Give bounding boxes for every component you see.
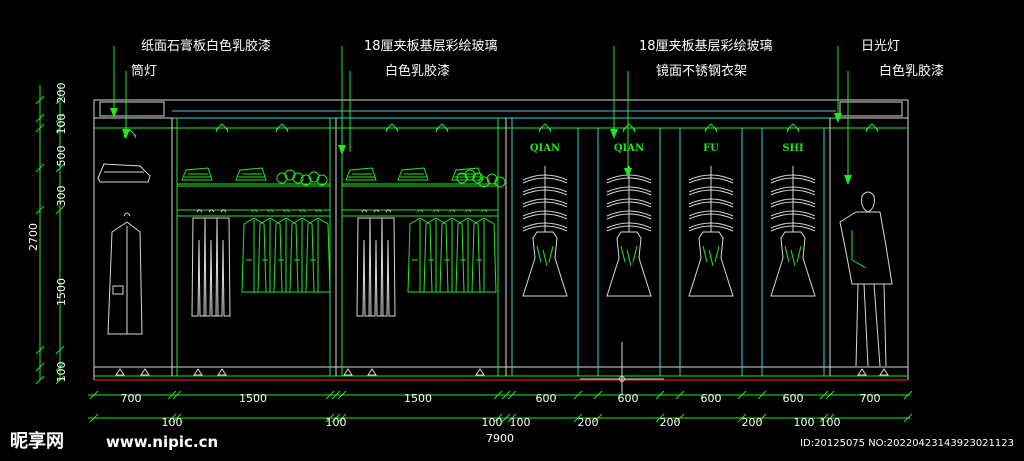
- hanging-jacket-icon: [471, 209, 497, 293]
- callout-mirror-rack: 镜面不锈钢衣架: [656, 63, 747, 79]
- hanging-jacket-icon: [257, 209, 283, 293]
- dress-icon: [522, 231, 568, 297]
- decorative-fixtures: [97, 123, 893, 376]
- dim-horizontal: 700: [860, 392, 881, 405]
- dim-horizontal: 100: [162, 416, 183, 429]
- dim-horizontal: 100: [794, 416, 815, 429]
- hanging-jacket-icon: [305, 209, 331, 293]
- dim-horizontal: 600: [618, 392, 639, 405]
- downlight-icon: [435, 123, 449, 133]
- callout-white-paint-right: 白色乳胶漆: [879, 63, 944, 79]
- floor-foot-icon: [879, 368, 889, 376]
- hanger-stack-icon: [606, 166, 652, 232]
- dim-horizontal: 100: [482, 416, 503, 429]
- hanging-jacket-icon: [273, 209, 299, 293]
- floor-foot-icon: [115, 368, 125, 376]
- dim-horizontal: 600: [536, 392, 557, 405]
- dim-vertical: 500: [55, 146, 68, 167]
- floor-foot-icon: [367, 368, 377, 376]
- dress-icon: [606, 231, 652, 297]
- hat-box-icon: [97, 163, 151, 183]
- hanging-jacket-icon: [241, 209, 267, 293]
- callout-leaders: [110, 46, 852, 185]
- callout-fluorescent: 日光灯: [861, 39, 900, 54]
- floor-foot-icon: [217, 368, 227, 376]
- hanging-jacket-icon: [455, 209, 481, 293]
- callout-gypsum-paint: 纸面石膏板白色乳胶漆: [141, 38, 271, 54]
- hanger-stack-icon: [522, 166, 568, 232]
- dress-icon: [688, 231, 734, 297]
- hanging-jacket-icon: [289, 209, 315, 293]
- dim-horizontal: 200: [660, 416, 681, 429]
- floor-foot-icon: [140, 368, 150, 376]
- dim-vertical: 1500: [55, 278, 68, 306]
- watermark-logo: 昵享网: [10, 430, 64, 452]
- downlight-icon: [538, 123, 552, 133]
- hanging-jacket-icon: [407, 209, 433, 293]
- folded-clothes-icon: [181, 167, 213, 181]
- hanging-jacket-icon: [439, 209, 465, 293]
- floor-base: [94, 366, 908, 381]
- folded-clothes-icon: [235, 167, 267, 181]
- downlight-icon: [275, 123, 289, 133]
- dim-horizontal: 200: [578, 416, 599, 429]
- dim-horizontal: 100: [326, 416, 347, 429]
- rolled-clothes-icon: [478, 173, 506, 188]
- center-crosshair: [580, 342, 664, 395]
- floor-foot-icon: [857, 368, 867, 376]
- watermark-url: www.nipic.cn: [106, 433, 218, 451]
- rolled-clothes-icon: [300, 171, 328, 186]
- downlight-icon: [622, 123, 636, 133]
- downlight-icon: [786, 123, 800, 133]
- dim-vertical: 100: [55, 114, 68, 135]
- callout-plywood-glass-right: 18厘夹板基层彩绘玻璃: [639, 39, 773, 54]
- callout-downlight: 筒灯: [131, 63, 157, 79]
- dim-total-width: 7900: [486, 432, 514, 445]
- downlight-icon: [385, 123, 399, 133]
- dim-vertical: 200: [55, 83, 68, 104]
- dim-horizontal: 700: [121, 392, 142, 405]
- dim-horizontal: 1500: [239, 392, 267, 405]
- folded-clothes-icon: [345, 167, 377, 181]
- brand-label: SHI: [782, 143, 804, 154]
- downlight-icon: [704, 123, 718, 133]
- dimension-ticks: [35, 95, 913, 423]
- dress-icon: [770, 231, 816, 297]
- hanging-pants-icon: [380, 209, 396, 317]
- dimension-lines: [39, 85, 910, 419]
- hanger-stack-icon: [688, 166, 734, 232]
- floor-foot-icon: [193, 368, 203, 376]
- brand-label: QIAN: [614, 143, 644, 154]
- dim-horizontal: 1500: [404, 392, 432, 405]
- watermark-id: ID:20125075 NO:20220423143923021123: [800, 438, 1014, 449]
- hanging-jacket-icon: [423, 209, 449, 293]
- callout-white-paint-left: 白色乳胶漆: [385, 63, 450, 79]
- dim-vertical: 100: [55, 362, 68, 383]
- rolled-clothes-icon: [276, 169, 304, 184]
- downlight-icon: [865, 123, 879, 133]
- rolled-clothes-icon: [456, 169, 484, 184]
- hanging-pants-icon: [215, 209, 231, 317]
- ceiling-band: [93, 99, 909, 380]
- dim-horizontal: 600: [783, 392, 804, 405]
- callout-plywood-glass-left: 18厘夹板基层彩绘玻璃: [364, 39, 498, 54]
- floor-foot-icon: [343, 368, 353, 376]
- dim-horizontal: 600: [701, 392, 722, 405]
- mannequin-icon: [839, 191, 893, 367]
- panel-dividers: [171, 118, 831, 376]
- dim-vertical: 300: [55, 186, 68, 207]
- folded-clothes-icon: [397, 167, 429, 181]
- floor-foot-icon: [475, 368, 485, 376]
- dim-horizontal: 100: [510, 416, 531, 429]
- long-coat-icon: [107, 212, 143, 335]
- hanger-stack-icon: [770, 166, 816, 232]
- brand-label: FU: [703, 143, 719, 154]
- downlight-icon: [215, 123, 229, 133]
- dim-horizontal: 100: [820, 416, 841, 429]
- dim-horizontal: 200: [742, 416, 763, 429]
- dim-total-height: 2700: [27, 223, 40, 251]
- brand-label: QIAN: [530, 143, 560, 154]
